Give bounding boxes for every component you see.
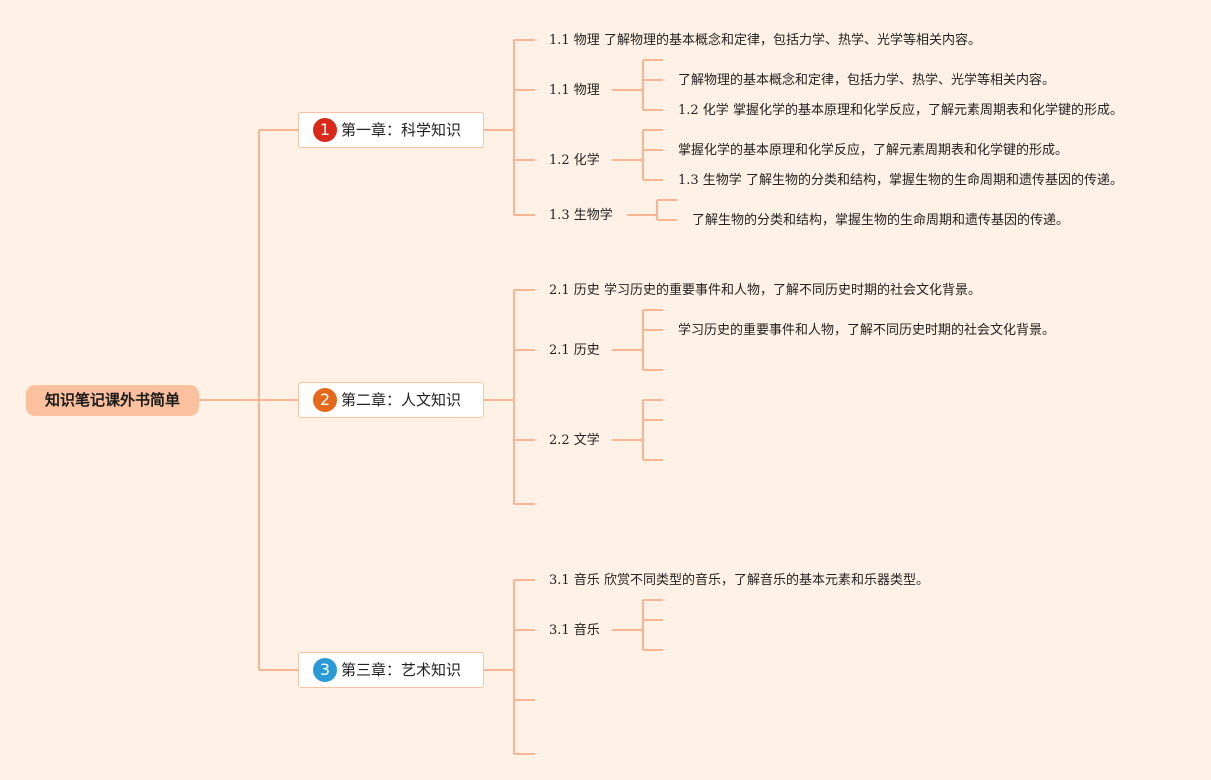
topic-3-1-music[interactable]: 3.1 音乐 xyxy=(549,623,600,638)
topic-1-2-detail[interactable]: 掌握化学的基本原理和化学反应，了解元素周期表和化学键的形成。 xyxy=(678,143,1069,158)
chapter-2-number-badge: 2 xyxy=(313,388,337,412)
topic-1-1-physics[interactable]: 1.1 物理 xyxy=(549,83,600,98)
topic-1-3-biology[interactable]: 1.3 生物学 xyxy=(549,208,613,223)
topic-3-1-summary[interactable]: 3.1 音乐 欣赏不同类型的音乐，了解音乐的基本元素和乐器类型。 xyxy=(549,573,929,588)
chapter-1-number-badge: 1 xyxy=(313,118,337,142)
topic-2-1-summary[interactable]: 2.1 历史 学习历史的重要事件和人物，了解不同历史时期的社会文化背景。 xyxy=(549,283,981,298)
topic-1-1-detail[interactable]: 了解物理的基本概念和定律，包括力学、热学、光学等相关内容。 xyxy=(678,73,1056,88)
chapter-3-node[interactable]: 3 第三章：艺术知识 xyxy=(298,652,484,688)
root-node[interactable]: 知识笔记课外书简单 xyxy=(26,385,199,416)
chapter-2-label: 第二章：人文知识 xyxy=(341,390,462,409)
topic-2-1-detail[interactable]: 学习历史的重要事件和人物，了解不同历史时期的社会文化背景。 xyxy=(678,323,1056,338)
chapter-3-number-badge: 3 xyxy=(313,658,337,682)
topic-1-3-detail[interactable]: 了解生物的分类和结构，掌握生物的生命周期和遗传基因的传递。 xyxy=(692,213,1070,228)
topic-1-2-summary[interactable]: 1.2 化学 掌握化学的基本原理和化学反应，了解元素周期表和化学键的形成。 xyxy=(678,103,1123,118)
chapter-2-node[interactable]: 2 第二章：人文知识 xyxy=(298,382,484,418)
topic-1-3-summary[interactable]: 1.3 生物学 了解生物的分类和结构，掌握生物的生命周期和遗传基因的传递。 xyxy=(678,173,1123,188)
chapter-3-label: 第三章：艺术知识 xyxy=(341,660,462,679)
topic-1-1-summary[interactable]: 1.1 物理 了解物理的基本概念和定律，包括力学、热学、光学等相关内容。 xyxy=(549,33,981,48)
topic-1-2-chemistry[interactable]: 1.2 化学 xyxy=(549,153,600,168)
chapter-1-node[interactable]: 1 第一章：科学知识 xyxy=(298,112,484,148)
chapter-1-label: 第一章：科学知识 xyxy=(341,120,462,139)
topic-2-1-history[interactable]: 2.1 历史 xyxy=(549,343,600,358)
topic-2-2-literature[interactable]: 2.2 文学 xyxy=(549,433,600,448)
